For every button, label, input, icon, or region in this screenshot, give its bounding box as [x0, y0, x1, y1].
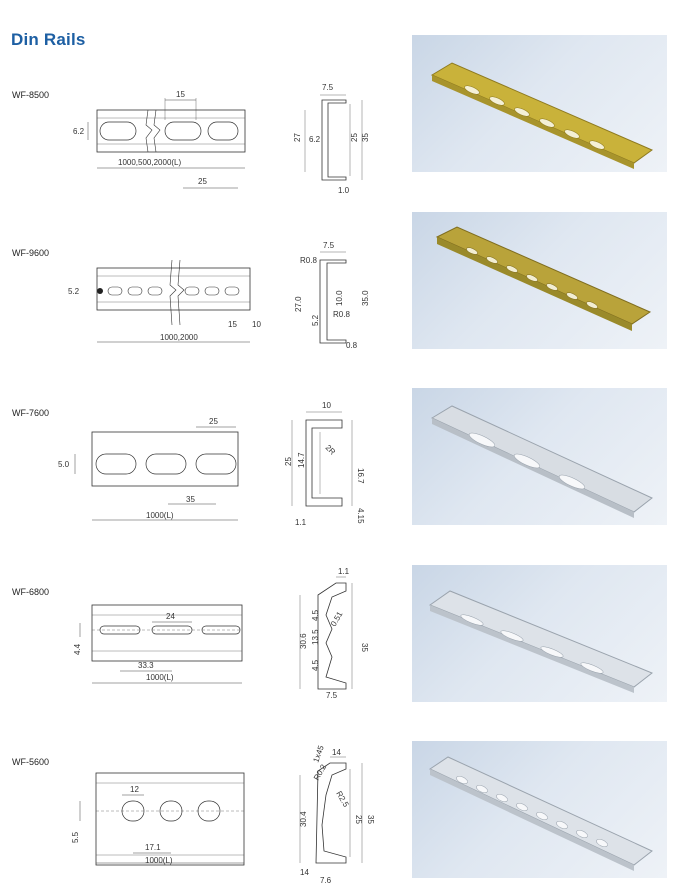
dim-h304: 30.4 — [299, 811, 308, 827]
dim-r1: R0.8 — [300, 256, 317, 265]
dim-bottom-left: 1.1 — [295, 518, 307, 527]
dim-height: 5.0 — [58, 460, 70, 469]
dim-thick: 1.0 — [338, 186, 350, 195]
dim-h147: 14.7 — [297, 452, 306, 468]
dim-h25: 25 — [354, 815, 363, 824]
dim-height: 5.2 — [68, 287, 80, 296]
dim-top: 7.5 — [323, 241, 335, 250]
dim-h35: 35 — [361, 133, 370, 142]
page-title: Din Rails — [11, 30, 86, 49]
dim-top: 14 — [332, 748, 341, 757]
dim-pitch-bottom: 17.1 — [145, 843, 161, 852]
wf-9600-photo — [412, 212, 667, 349]
wf-5600-drawing: 12 5.5 17.1 1000(L) 1x45 14 R0.2 R2.5 30… — [71, 744, 375, 885]
dim-r2: R0.8 — [333, 310, 350, 319]
dim-h270: 27.0 — [294, 296, 303, 312]
dim-height: 5.5 — [71, 831, 80, 843]
dim-h45b: 4.5 — [311, 659, 320, 671]
dim-pitch-bottom: 35 — [186, 495, 195, 504]
dim-h25: 25 — [284, 457, 293, 466]
model-label: WF-5600 — [12, 757, 50, 767]
dim-pitch-top: 15 — [176, 90, 185, 99]
wf-8500-photo — [412, 35, 667, 172]
model-label: WF-6800 — [12, 587, 50, 597]
dim-outer-h: 27 — [293, 133, 302, 142]
dim-bottom-left: 14 — [300, 868, 309, 877]
dim-length: 1000,500,2000(L) — [118, 158, 182, 167]
dim-pitch: 15 — [228, 320, 237, 329]
dim-h52: 5.2 — [311, 314, 320, 326]
dim-height: 6.2 — [73, 127, 85, 136]
dim-top: 10 — [322, 401, 331, 410]
dim-length: 1000(L) — [145, 856, 173, 865]
dim-inner: 6.2 — [309, 135, 321, 144]
dim-pitch-bottom: 33.3 — [138, 661, 154, 670]
dim-pitch-top: 25 — [209, 417, 218, 426]
dim-length: 1000,2000 — [160, 333, 198, 342]
dim-chamfer: 1x45 — [311, 744, 326, 764]
dim-bottom-right: 4.15 — [356, 508, 365, 524]
dim-edge: 10 — [252, 320, 261, 329]
dim-h100: 10.0 — [335, 290, 344, 306]
model-label: WF-9600 — [12, 248, 50, 258]
dim-h25: 25 — [350, 133, 359, 142]
wf-6800-photo — [412, 565, 667, 702]
dim-radius: 2R — [324, 443, 338, 457]
dim-r051: 0.51 — [329, 610, 345, 628]
dim-bottom: 7.6 — [320, 876, 332, 885]
wf-7600-photo — [412, 388, 667, 525]
dim-length: 1000(L) — [146, 511, 174, 520]
dim-h306: 30.6 — [299, 633, 308, 649]
dim-bottom: 7.5 — [326, 691, 338, 700]
wf-9600-drawing: 5.2 15 10 1000,2000 7.5 R0.8 27.0 5.2 10… — [68, 241, 370, 350]
dim-thick: 0.8 — [346, 341, 358, 350]
dim-h167: 16.7 — [356, 468, 365, 484]
dim-top: 7.5 — [322, 83, 334, 92]
dim-pitch-bottom: 25 — [198, 177, 207, 186]
dim-h35: 35 — [366, 815, 375, 824]
wf-5600-photo — [412, 741, 667, 878]
wf-6800-drawing: 24 4.4 33.3 1000(L) 1.1 4.5 13.5 0.51 30… — [73, 567, 369, 700]
model-label: WF-7600 — [12, 408, 50, 418]
dim-pitch-top: 12 — [130, 785, 139, 794]
model-label: WF-8500 — [12, 90, 50, 100]
wf-8500-drawing: 6.2 15 1000,500,2000(L) 25 7.5 6.2 27 25… — [73, 83, 370, 195]
dim-r2: R2.5 — [334, 790, 351, 810]
dim-pitch-top: 24 — [166, 612, 175, 621]
dim-h35: 35 — [360, 643, 369, 652]
dim-length: 1000(L) — [146, 673, 174, 682]
dim-top: 1.1 — [338, 567, 350, 576]
dim-height: 4.4 — [73, 643, 82, 655]
dim-h45a: 4.5 — [311, 609, 320, 621]
dim-h135: 13.5 — [311, 629, 320, 645]
dim-h350: 35.0 — [361, 290, 370, 306]
wf-7600-drawing: 25 5.0 35 1000(L) 10 2R 14.7 25 16.7 1.1… — [58, 401, 365, 527]
